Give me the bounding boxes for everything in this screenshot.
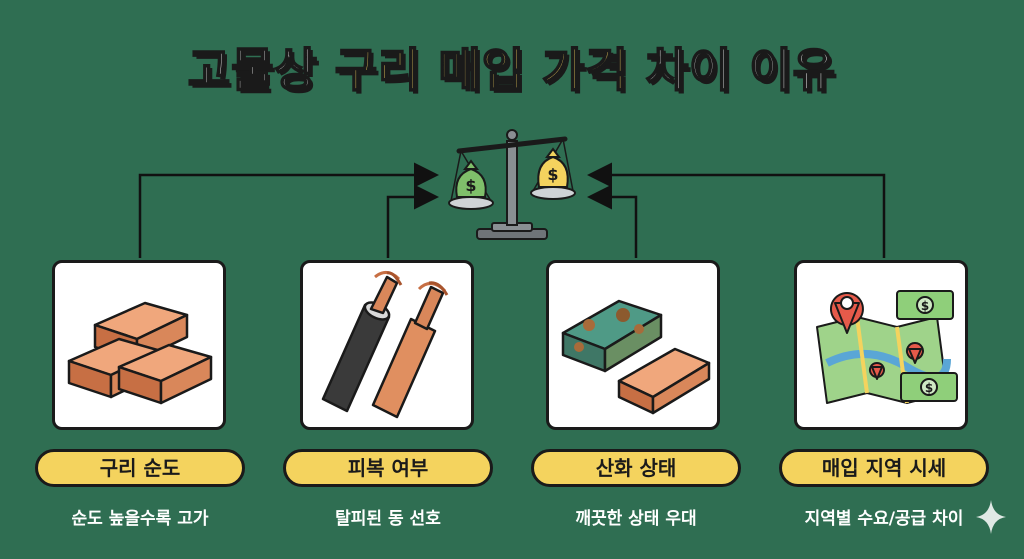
factor-label-region: 매입 지역 시세 (779, 449, 989, 487)
arrow-oxidation (587, 184, 638, 258)
factor-desc-region: 지역별 수요/공급 차이 (804, 509, 964, 529)
factor-label-oxidation: 산화 상태 (531, 449, 741, 487)
copper-ingots-icon (67, 301, 213, 405)
coated-wire-icon (321, 271, 449, 419)
factor-desc-purity: 순도 높을수록 고가 (71, 509, 209, 529)
svg-text:$: $ (465, 176, 476, 195)
factor-card-purity (52, 260, 226, 430)
factor-label-coating: 피복 여부 (283, 449, 493, 487)
page-title: 고물상 구리 매입 가격 차이 이유 (0, 34, 1024, 100)
factor-desc-coating: 탈피된 동 선호 (335, 509, 441, 529)
arrow-purity (138, 162, 439, 258)
sparkle-icon (976, 500, 1006, 534)
svg-text:$: $ (925, 381, 933, 395)
title-highlight: 구리 매입 가격 (334, 42, 629, 98)
oxidized-bar-icon (561, 299, 711, 415)
svg-text:$: $ (547, 165, 558, 184)
title-part1: 고물상 (187, 42, 318, 98)
arrow-coating (386, 184, 439, 258)
factor-card-coating (300, 260, 474, 430)
factor-card-oxidation (546, 260, 720, 430)
balance-scale-icon: $ $ (448, 129, 576, 240)
factor-desc-oxidation: 깨끗한 상태 우대 (575, 509, 697, 529)
arrow-region (587, 162, 886, 258)
regional-map-icon: $ $ (816, 290, 958, 404)
factor-card-region: $ $ (794, 260, 968, 430)
svg-text:$: $ (921, 299, 929, 313)
factor-label-purity: 구리 순도 (35, 449, 245, 487)
title-part2: 차이 이유 (645, 42, 837, 98)
